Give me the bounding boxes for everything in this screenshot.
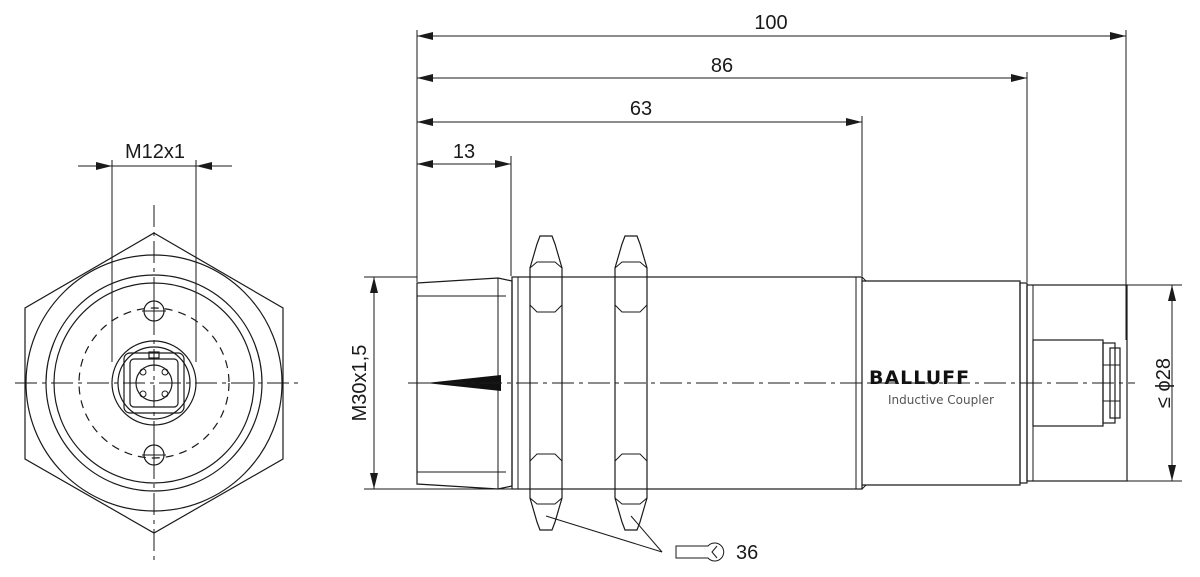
connector-thread-label: M12x1 bbox=[125, 141, 185, 163]
wrench-leader-2 bbox=[630, 515, 663, 553]
product-label: Inductive Coupler bbox=[888, 393, 994, 407]
dimension-86: 86 bbox=[711, 55, 733, 77]
brand-logo: BALLUFF bbox=[869, 367, 970, 389]
dimension-13: 13 bbox=[453, 141, 475, 163]
side-view: BALLUFF Inductive Coupler 100 bbox=[349, 12, 1182, 564]
wrench-leader-1 bbox=[545, 515, 663, 553]
body-thread-label: M30x1,5 bbox=[349, 345, 371, 422]
front-view: M12x1 bbox=[15, 141, 300, 560]
wrench-size-label: 36 bbox=[736, 542, 758, 564]
hex-nut-2 bbox=[614, 235, 648, 531]
dimension-100: 100 bbox=[754, 12, 787, 34]
wrench-icon bbox=[675, 542, 725, 562]
max-diameter-label: ≤ ϕ28 bbox=[1153, 358, 1175, 408]
dimension-63: 63 bbox=[630, 98, 652, 120]
